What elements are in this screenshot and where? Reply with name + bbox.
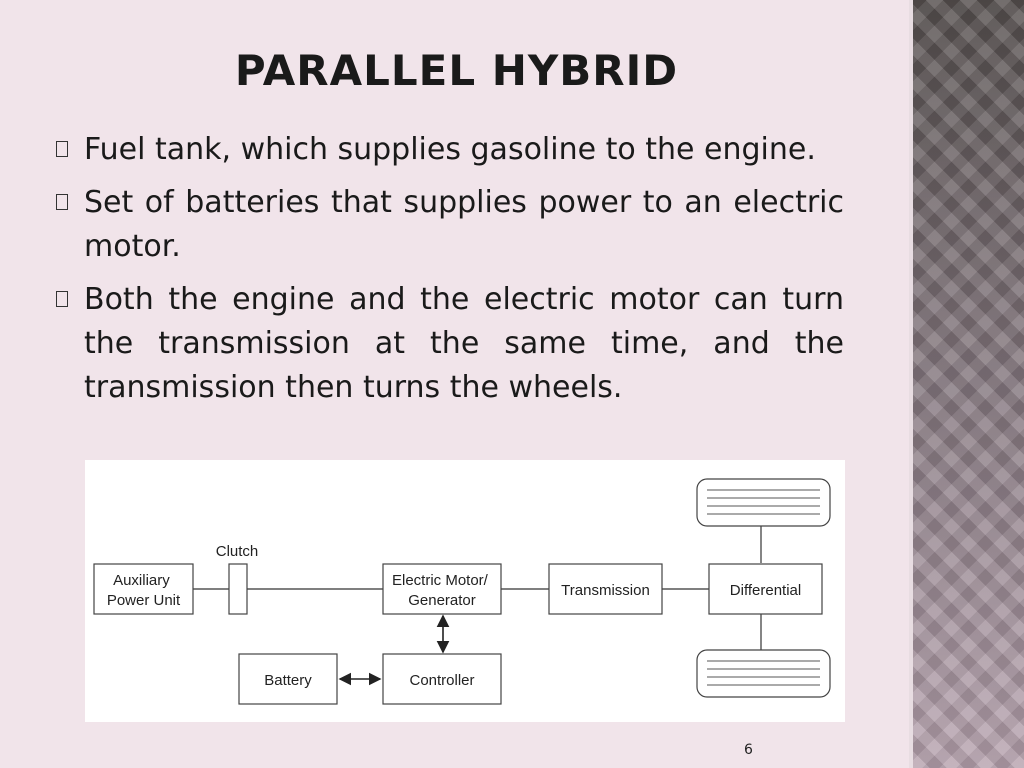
controller-box bbox=[382, 653, 502, 705]
wheel-bottom-icon bbox=[696, 649, 831, 698]
bullet-text: Set of batteries that supplies power to … bbox=[84, 185, 844, 264]
differential-label: Differential bbox=[730, 582, 801, 599]
auxiliary-power-unit-label: Auxiliary Power Unit bbox=[107, 572, 181, 609]
electric-motor-generator-label: Electric Motor/ Generator bbox=[392, 572, 492, 609]
decorative-sidebar bbox=[913, 0, 1024, 768]
slide-title: PARALLEL HYBRID bbox=[234, 46, 679, 95]
wheel-top-icon bbox=[696, 478, 831, 527]
clutch-box bbox=[228, 563, 248, 615]
sidebar-edge bbox=[909, 0, 913, 768]
electric-motor-generator-label-line1: Electric Motor/ bbox=[392, 572, 489, 589]
bullet-box-icon bbox=[56, 141, 68, 157]
bullet-text: Both the engine and the electric motor c… bbox=[84, 282, 844, 405]
controller-label: Controller bbox=[409, 672, 474, 689]
page-number: 6 bbox=[744, 742, 753, 758]
bullet-item: Both the engine and the electric motor c… bbox=[56, 278, 844, 410]
auxiliary-power-unit-box bbox=[93, 563, 194, 615]
bullet-list: Fuel tank, which supplies gasoline to th… bbox=[56, 128, 844, 419]
battery-box bbox=[238, 653, 338, 705]
electric-motor-generator-label-line2: Generator bbox=[408, 592, 476, 609]
bullet-item: Set of batteries that supplies power to … bbox=[56, 181, 844, 269]
bullet-box-icon bbox=[56, 291, 68, 307]
clutch-label: Clutch bbox=[216, 543, 259, 560]
differential-box bbox=[708, 563, 823, 615]
transmission-box bbox=[548, 563, 663, 615]
bullet-text: Fuel tank, which supplies gasoline to th… bbox=[84, 132, 816, 167]
diagram-canvas: Auxiliary Power Unit Clutch Electric Mot… bbox=[93, 478, 831, 705]
transmission-label: Transmission bbox=[561, 582, 650, 599]
electric-motor-generator-box bbox=[382, 563, 502, 615]
parallel-hybrid-diagram: Auxiliary Power Unit Clutch Electric Mot… bbox=[85, 460, 845, 722]
bullet-item: Fuel tank, which supplies gasoline to th… bbox=[56, 128, 844, 172]
auxiliary-power-unit-label-line1: Auxiliary bbox=[113, 572, 170, 589]
auxiliary-power-unit-label-line2: Power Unit bbox=[107, 592, 181, 609]
battery-label: Battery bbox=[264, 672, 312, 689]
bullet-box-icon bbox=[56, 194, 68, 210]
